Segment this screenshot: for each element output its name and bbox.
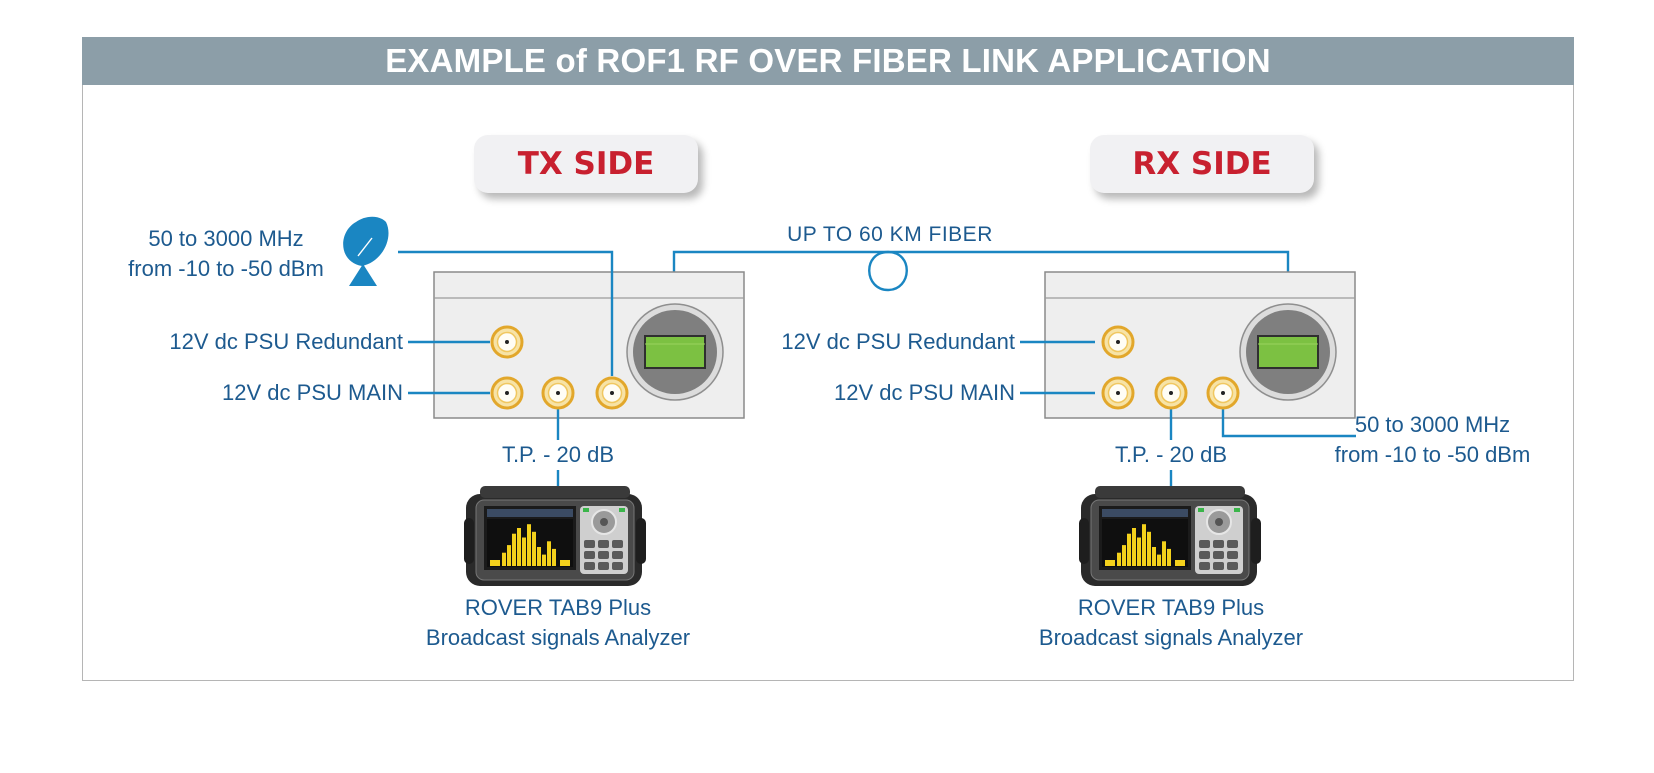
rx-side-badge: RX SIDE <box>1090 135 1314 193</box>
rx-analyzer-label: ROVER TAB9 Plus Broadcast signals Analyz… <box>1011 593 1331 653</box>
tx-optical-display <box>626 303 724 401</box>
rx-psu-redundant-label: 12V dc PSU Redundant <box>781 329 1015 354</box>
rx-side-label: RX SIDE <box>1132 146 1272 182</box>
rx-rf-range: 50 to 3000 MHz <box>1354 412 1511 437</box>
tx-analyzer-model: ROVER TAB9 Plus <box>464 595 652 620</box>
fiber-distance-label: UP TO 60 KM FIBER <box>787 223 993 246</box>
tx-test-point-label: T.P. - 20 dB <box>501 442 615 467</box>
tx-connector-psu-main <box>490 376 524 410</box>
satellite-dish-icon <box>343 216 389 286</box>
rx-optical-display <box>1239 303 1337 401</box>
tx-rf-input-label: 50 to 3000 MHz from -10 to -50 dBm <box>106 224 346 284</box>
tx-side-label: TX SIDE <box>517 146 655 182</box>
tx-psu-redundant-label: 12V dc PSU Redundant <box>169 329 403 354</box>
fiber-coil <box>868 250 908 292</box>
rx-analyzer-desc: Broadcast signals Analyzer <box>1038 625 1304 650</box>
tx-side-badge: TX SIDE <box>474 135 698 193</box>
rx-rf-output-label: 50 to 3000 MHz from -10 to -50 dBm <box>1300 410 1565 470</box>
tx-rf-input-wire <box>398 250 614 376</box>
tx-analyzer-label: ROVER TAB9 Plus Broadcast signals Analyz… <box>398 593 718 653</box>
rx-connector-psu-redundant <box>1101 325 1135 359</box>
tx-analyzer-device <box>464 486 646 586</box>
tx-rf-level: from -10 to -50 dBm <box>128 256 324 281</box>
tx-analyzer-desc: Broadcast signals Analyzer <box>425 625 691 650</box>
rx-rf-output-wire <box>1221 408 1356 438</box>
tx-psu-main-label: 12V dc PSU MAIN <box>222 380 403 405</box>
rx-rf-level: from -10 to -50 dBm <box>1334 442 1531 467</box>
rx-analyzer-model: ROVER TAB9 Plus <box>1077 595 1265 620</box>
rx-connector-test-point <box>1154 376 1188 410</box>
rx-connector-rf-output <box>1206 376 1240 410</box>
rx-analyzer-device <box>1079 486 1261 586</box>
rx-psu-main-label: 12V dc PSU MAIN <box>834 380 1015 405</box>
tx-rof-unit <box>433 271 745 419</box>
title-banner: EXAMPLE of ROF1 RF OVER FIBER LINK APPLI… <box>82 37 1574 85</box>
rx-rof-unit <box>1044 271 1356 419</box>
rx-test-point-label: T.P. - 20 dB <box>1114 442 1228 467</box>
tx-connector-test-point <box>541 376 575 410</box>
rx-connector-psu-main <box>1101 376 1135 410</box>
tx-rf-range: 50 to 3000 MHz <box>148 226 304 251</box>
tx-connector-rf-input <box>595 376 629 410</box>
tx-connector-psu-redundant <box>490 325 524 359</box>
diagram-title: EXAMPLE of ROF1 RF OVER FIBER LINK APPLI… <box>385 42 1271 79</box>
